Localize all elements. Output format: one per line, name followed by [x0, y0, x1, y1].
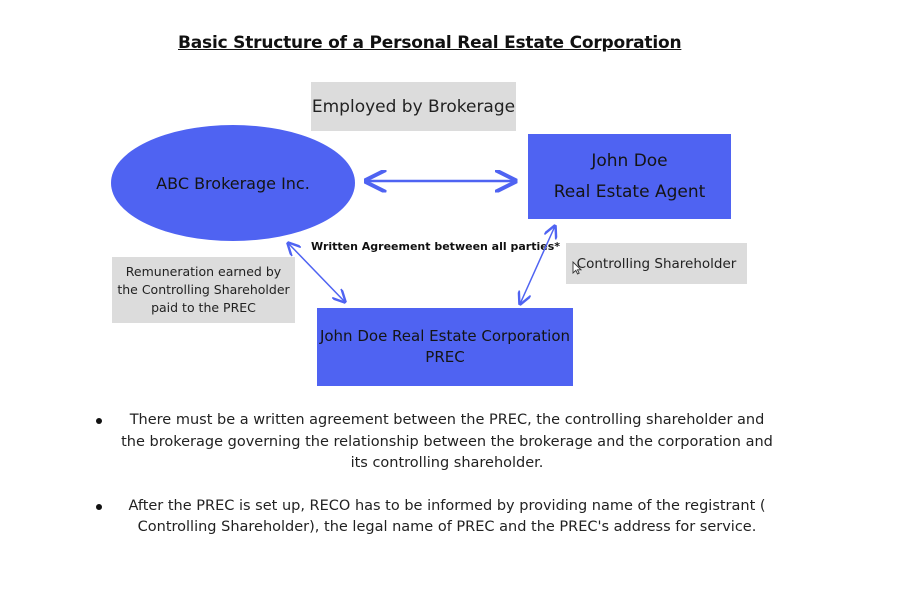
arrow-agent-prec [520, 226, 555, 304]
note-text: There must be a written agreement betwee… [121, 412, 773, 471]
page-title: Basic Structure of a Personal Real Estat… [178, 33, 682, 53]
note-item: After the PREC is set up, RECO has to be… [96, 496, 776, 539]
controlling-shareholder-label: Controlling Shareholder [566, 243, 747, 284]
mouse-cursor-icon [572, 261, 582, 275]
arrow-brokerage-prec [288, 243, 345, 302]
bullet-dot-icon [96, 418, 102, 424]
remuneration-label: Remuneration earned by the Controlling S… [112, 257, 295, 323]
employed-by-brokerage-label: Employed by Brokerage [311, 82, 516, 131]
remuneration-line-3: paid to the PREC [151, 300, 256, 315]
controlling-shareholder-text: Controlling Shareholder [576, 255, 737, 272]
prec-name: John Doe Real Estate Corporation [319, 327, 571, 345]
brokerage-node: ABC Brokerage Inc. [111, 125, 355, 241]
bullet-dot-icon [96, 503, 102, 510]
agreement-label: Written Agreement between all parties* [311, 240, 560, 253]
notes-list: There must be a written agreement betwee… [96, 410, 776, 539]
agent-name: John Doe [591, 150, 668, 171]
employed-label-text: Employed by Brokerage [311, 96, 516, 117]
remuneration-line-2: the Controlling Shareholder [117, 282, 290, 297]
remuneration-line-1: Remuneration earned by [125, 264, 282, 279]
prec-node: John Doe Real Estate Corporation PREC [317, 308, 573, 386]
note-text: After the PREC is set up, RECO has to be… [128, 497, 766, 536]
agent-node: John Doe Real Estate Agent [528, 134, 731, 219]
brokerage-node-text: ABC Brokerage Inc. [156, 173, 310, 193]
note-item: There must be a written agreement betwee… [96, 410, 776, 475]
prec-abbrev: PREC [425, 348, 465, 366]
agent-role: Real Estate Agent [553, 181, 706, 202]
